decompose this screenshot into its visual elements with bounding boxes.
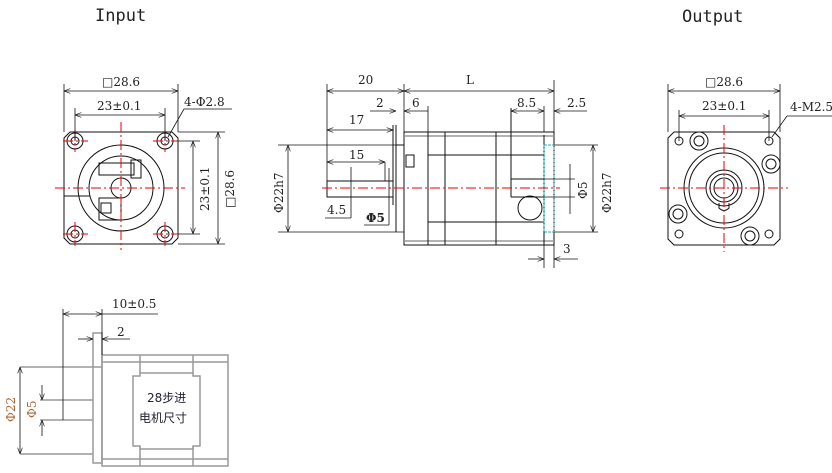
output-holes-note: 4-M2.5 (790, 100, 832, 114)
input-holes-note: 4-Φ2.8 (184, 95, 225, 109)
output-face-view (660, 84, 832, 252)
input-face-view (55, 84, 232, 250)
output-pitch-dim: 23±0.1 (702, 99, 746, 113)
dim-8-5: 8.5 (517, 96, 536, 110)
dim-pilot-out: Φ22h7 (600, 173, 614, 213)
dim-6: 6 (412, 96, 420, 110)
dim-4-5: 4.5 (327, 203, 346, 217)
dim-20: 20 (358, 73, 373, 87)
dim-output-phi5: Φ5 (576, 182, 590, 199)
motor-note-line1: 28步进 (147, 391, 186, 405)
output-title: Output (682, 7, 743, 27)
dim-10: 10±0.5 (112, 297, 156, 311)
dim-2-5: 2.5 (567, 96, 586, 110)
dim-L: L (466, 73, 474, 87)
input-square-dim: □28.6 (102, 75, 140, 89)
input-title: Input (95, 6, 146, 26)
dim-pilot-in: Φ22h7 (272, 173, 286, 213)
motor-side-view (20, 309, 229, 467)
side-view (278, 80, 598, 268)
dim-phi22: Φ22 (4, 397, 18, 422)
dim-3: 3 (563, 242, 571, 256)
dim-motor-2: 2 (117, 325, 125, 339)
dim-phi5: Φ5 (25, 401, 39, 418)
input-pitch-dim: 23±0.1 (97, 99, 141, 113)
dim-17: 17 (349, 113, 364, 127)
dim-shaft-phi5: Φ5 (366, 211, 385, 225)
output-square-dim: □28.6 (705, 75, 743, 89)
dim-2: 2 (376, 96, 384, 110)
dim-15: 15 (349, 148, 364, 162)
motor-note-line2: 电机尺寸 (139, 411, 187, 425)
input-pitch-v-dim: 23±0.1 (198, 167, 212, 211)
input-square-v-dim: □28.6 (223, 170, 237, 208)
